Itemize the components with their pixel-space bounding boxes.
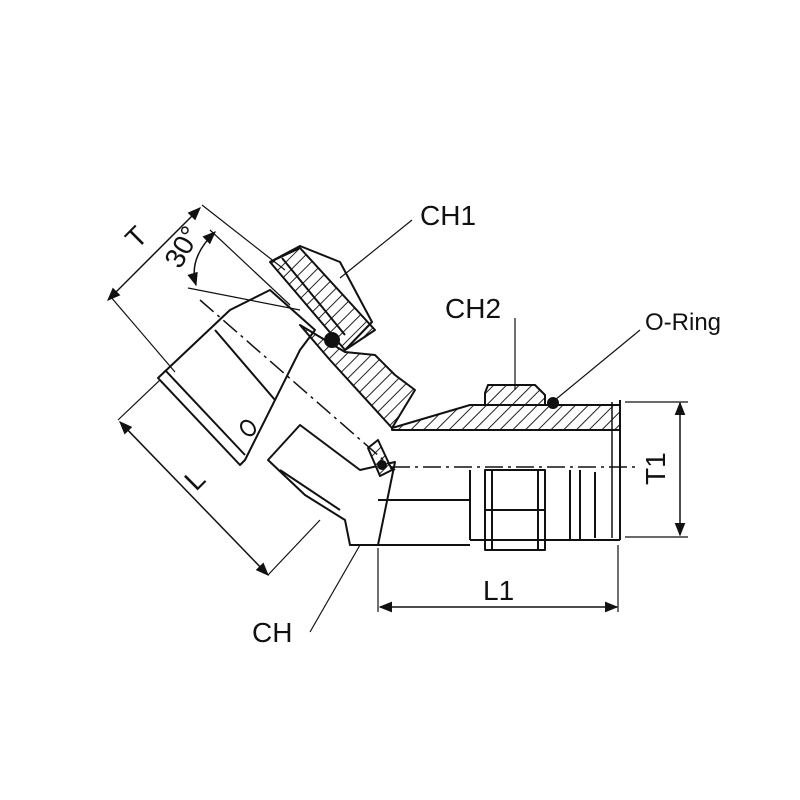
label-angle: 30° (158, 221, 206, 273)
leader-ch (309, 544, 361, 633)
oring-straight (547, 397, 559, 409)
label-l: L (178, 463, 211, 496)
ch1-nut (269, 245, 373, 351)
angled-upper-wall-section (269, 247, 376, 351)
swivel-nut-hole (240, 419, 256, 437)
label-l1: L1 (483, 575, 514, 606)
label-oring: O-Ring (645, 309, 721, 336)
angled-lower-tube (267, 424, 396, 546)
lock-ring (367, 439, 393, 477)
angle-arc (187, 231, 216, 287)
leader-ch1 (339, 219, 413, 279)
label-ch2: CH2 (445, 293, 501, 324)
label-t: T (119, 220, 153, 254)
angled-inner-wall-section (299, 324, 416, 429)
label-ch: CH (252, 617, 292, 648)
leader-oring (554, 329, 641, 401)
ch2-nut-section (484, 384, 546, 406)
centerline-angled (199, 299, 396, 471)
label-t1: T1 (640, 452, 671, 485)
label-ch1: CH1 (420, 200, 476, 231)
oring-angled (324, 332, 340, 348)
straight-upper-wall-section (391, 404, 621, 431)
swivel-nut-body (157, 289, 316, 466)
